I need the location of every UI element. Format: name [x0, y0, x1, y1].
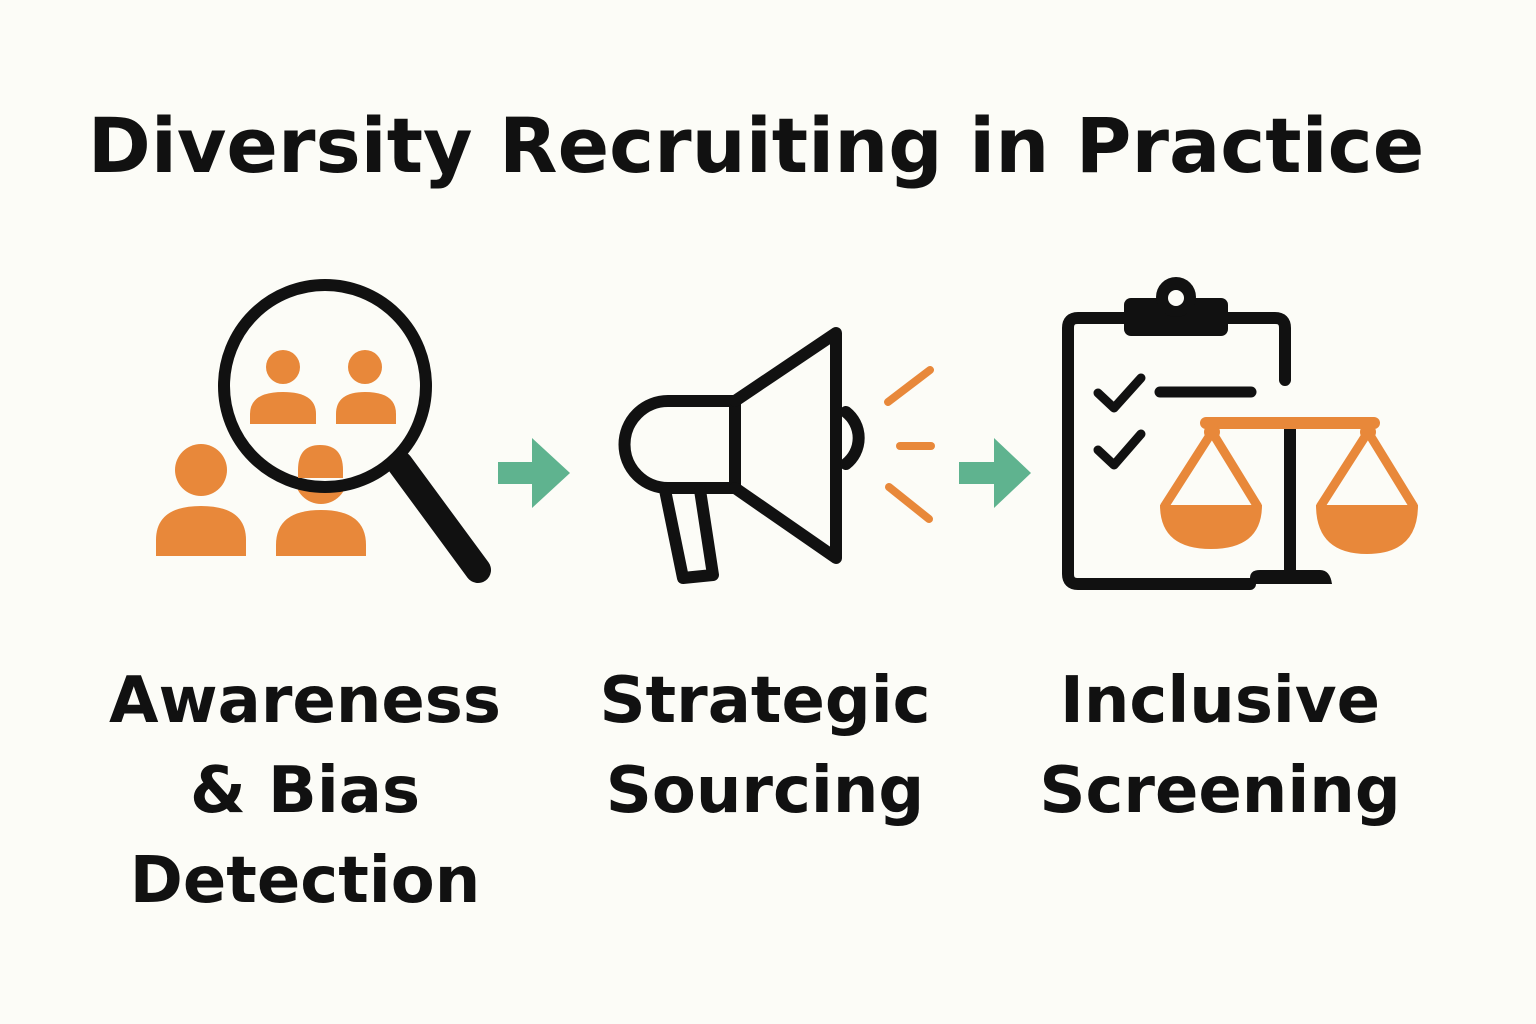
step-label-sourcing: Strategic Sourcing [599, 664, 931, 828]
magnifier-lens [218, 279, 432, 493]
person-icon [298, 445, 343, 478]
scales-icon [1160, 417, 1418, 584]
sound-wave-icon [884, 366, 935, 523]
step-label-awareness: Awareness & Bias Detection [109, 664, 501, 918]
magnifier-people-icon [156, 279, 491, 583]
page-title: Diversity Recruiting in Practice [87, 101, 1425, 190]
person-icon [250, 350, 316, 424]
step-label-screening: Inclusive Screening [1039, 664, 1401, 828]
checkmark-icon [1093, 429, 1146, 470]
clipboard-icon [1062, 277, 1291, 590]
clipboard-scales-icon [1062, 277, 1418, 590]
checkmark-icon [1093, 373, 1146, 413]
magnifier-handle [387, 451, 491, 583]
megaphone-icon [618, 327, 865, 584]
person-icon [156, 444, 246, 556]
arrow-right-icon [959, 438, 1031, 508]
person-icon [336, 350, 396, 424]
arrow-right-icon [498, 438, 570, 508]
